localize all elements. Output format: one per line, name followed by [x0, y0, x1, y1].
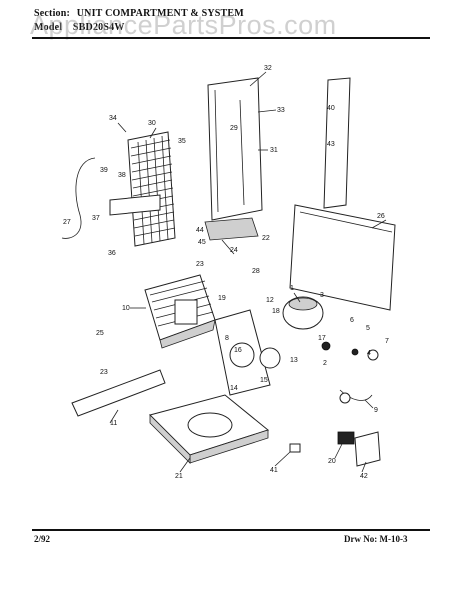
callout: 36 [108, 250, 116, 257]
callout: 7 [385, 338, 389, 345]
grommet-2 [321, 341, 331, 351]
callout: 25 [96, 330, 104, 337]
base-rail [71, 369, 166, 417]
callout: 8 [225, 335, 229, 342]
clip-41 [289, 443, 301, 453]
condenser [144, 274, 216, 349]
callout: 23 [100, 369, 108, 376]
plug [339, 392, 351, 404]
callout: 21 [175, 473, 183, 480]
section-label: Section: [34, 8, 71, 19]
callout: 6 [350, 317, 354, 324]
callout: 41 [270, 467, 278, 474]
callout: 20 [328, 458, 336, 465]
callout: 29 [230, 125, 238, 132]
callout: 22 [262, 235, 270, 242]
callout-labels: 32 33 29 31 34 30 35 40 43 39 38 37 27 3… [63, 65, 389, 480]
callout: 33 [277, 107, 285, 114]
callout: 15 [260, 377, 268, 384]
fan-motor [229, 342, 255, 368]
callout: 24 [230, 247, 238, 254]
callout: 38 [118, 172, 126, 179]
callout: 14 [230, 385, 238, 392]
relay [337, 431, 355, 445]
cover-panel [289, 204, 396, 311]
bottom-rule [32, 529, 430, 531]
callout: 40 [327, 105, 335, 112]
fan-blade [259, 347, 281, 369]
model-label: Model [34, 22, 63, 33]
callout: 2 [323, 360, 327, 367]
callout: 12 [266, 297, 274, 304]
rear-panel [207, 77, 263, 221]
callout: 30 [148, 120, 156, 127]
top-rule [32, 37, 430, 39]
trim-strip [323, 77, 351, 209]
drain-pan [149, 394, 270, 464]
fan-bracket [109, 194, 161, 216]
callout: 42 [360, 473, 368, 480]
callout: 31 [270, 147, 278, 154]
callout: 19 [218, 295, 226, 302]
callout: 4 [367, 350, 371, 357]
callout: 3 [320, 292, 324, 299]
section-title: UNIT COMPARTMENT & SYSTEM [76, 8, 244, 19]
callout: 17 [318, 335, 326, 342]
callout: 23 [196, 261, 204, 268]
capacitor [367, 349, 379, 361]
callout: 39 [100, 167, 108, 174]
callout: 26 [377, 213, 385, 220]
watermark: AppliancePartsPros.com [30, 10, 337, 40]
callout: 13 [290, 357, 298, 364]
insulation-pad [204, 217, 259, 241]
callout: 10 [122, 305, 130, 312]
compressor [282, 296, 324, 330]
model-value: SBD20S4W [72, 22, 125, 33]
callout: 27 [63, 219, 71, 226]
footer-date: 2/92 [34, 534, 51, 544]
grommet-5 [351, 348, 359, 356]
wiring-harness [339, 389, 373, 401]
callout: 35 [178, 138, 186, 145]
tubing-27 [61, 157, 96, 239]
callout: 18 [272, 308, 280, 315]
callout: 44 [196, 227, 204, 234]
callout: 1 [290, 285, 294, 292]
callout: 45 [198, 239, 206, 246]
condenser-coil [127, 131, 176, 247]
callout: 11 [110, 420, 117, 427]
callout: 5 [366, 325, 370, 332]
callout: 37 [92, 215, 100, 222]
callout: 32 [264, 65, 272, 72]
callout: 16 [234, 347, 242, 354]
model-header: Model SBD20S4W [34, 22, 125, 33]
footer-drawing-number: Drw No: M-10-3 [344, 534, 408, 544]
section-header: Section: UNIT COMPARTMENT & SYSTEM [34, 8, 244, 19]
leader-lines [109, 71, 387, 473]
callout: 43 [327, 141, 335, 148]
callout: 34 [109, 115, 117, 122]
relay-cover [354, 431, 381, 467]
callout: 9 [374, 407, 378, 414]
callout: 28 [252, 268, 260, 275]
